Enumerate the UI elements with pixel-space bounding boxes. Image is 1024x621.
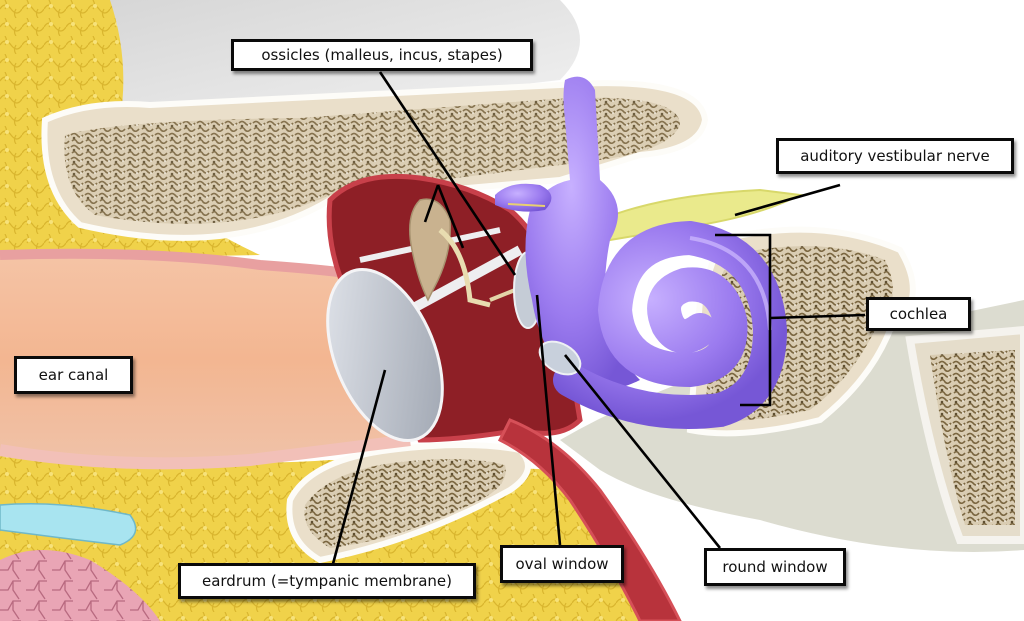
cochlea-shape bbox=[553, 220, 788, 429]
label-oval-window: oval window bbox=[500, 545, 624, 583]
ear-canal-region bbox=[0, 253, 410, 464]
label-auditory-vestibular-nerve: auditory vestibular nerve bbox=[776, 138, 1014, 174]
incus bbox=[438, 228, 491, 308]
leader-lines bbox=[328, 71, 866, 576]
label-ear-canal: ear canal bbox=[14, 356, 133, 394]
vestibule-shape bbox=[525, 76, 640, 391]
label-ossicles: ossicles (malleus, incus, stapes) bbox=[231, 39, 533, 71]
label-round-window: round window bbox=[704, 548, 846, 586]
eardrum-shape bbox=[326, 267, 444, 443]
semicircular-canal-shape bbox=[495, 183, 552, 212]
malleus bbox=[409, 198, 451, 302]
label-cochlea: cochlea bbox=[866, 297, 971, 331]
label-eardrum: eardrum (=tympanic membrane) bbox=[178, 563, 476, 599]
